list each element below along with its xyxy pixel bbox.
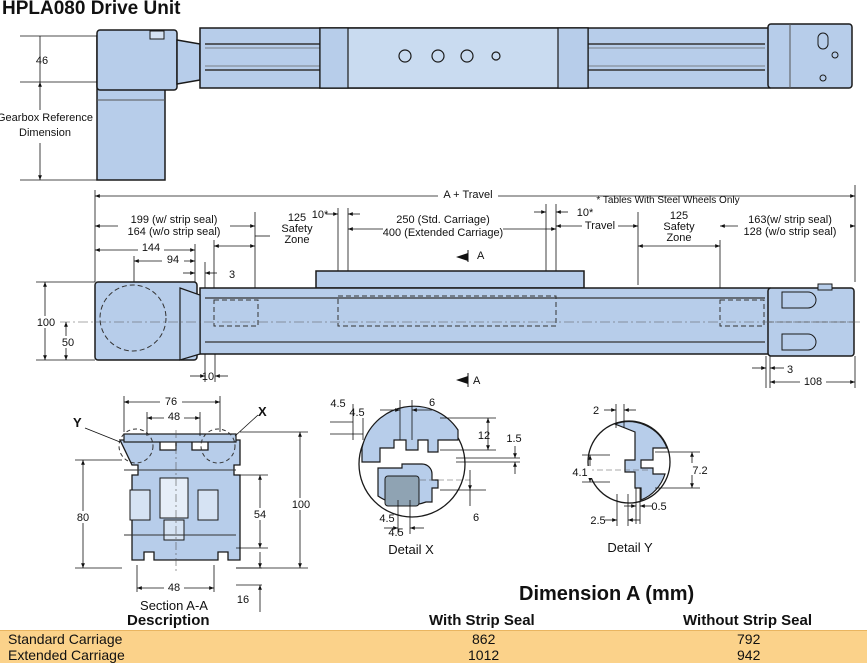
row-description: Standard Carriage — [8, 631, 123, 647]
strip-seal-right-1: 163(w/ strip seal) — [748, 214, 832, 226]
carriage-length-1: 250 (Std. Carriage) — [396, 214, 490, 226]
section-mark-top: A — [477, 250, 485, 262]
table-header: Description With Strip Seal Without Stri… — [0, 610, 867, 630]
row-without-seal: 792 — [737, 631, 761, 647]
rail-side — [199, 287, 771, 355]
row-with-seal: 1012 — [468, 647, 500, 663]
dim-80-label: 80 — [77, 512, 89, 524]
detail-y-dim-7-2: 7.2 — [692, 465, 707, 477]
detail-x-dim-6-bottom: 6 — [473, 512, 479, 524]
safety-zone-right-2: Safety — [663, 221, 695, 233]
detail-x: 4.5 4.5 6 12 1.5 4.5 4.5 6 Detail X — [330, 397, 522, 557]
detail-x-dim-12: 12 — [478, 430, 490, 442]
dim-94-label: 94 — [167, 254, 179, 266]
safety-zone-right-1: 125 — [670, 210, 688, 222]
detail-y-dim-2: 2 — [593, 405, 599, 417]
end-cap-top — [767, 23, 853, 89]
detail-x-dim-6-top: 6 — [429, 397, 435, 409]
strip-seal-left-1: 199 (w/ strip seal) — [131, 214, 218, 226]
travel-label: Travel — [585, 220, 615, 232]
detail-x-dim-4-5-d: 4.5 — [388, 527, 403, 539]
carriage-length-2: 400 (Extended Carriage) — [383, 227, 503, 239]
header-without-seal: Without Strip Seal — [683, 612, 813, 629]
row-description: Extended Carriage — [8, 647, 125, 663]
detail-y: 2 4.1 7.2 0.5 2.5 Detail Y — [570, 404, 712, 555]
steel-wheels-note: * Tables With Steel Wheels Only — [596, 195, 739, 206]
dimension-table: Description With Strip Seal Without Stri… — [0, 610, 867, 663]
carriage-side — [315, 270, 585, 289]
motor-flange — [96, 29, 178, 91]
page-title: HPLA080 Drive Unit — [2, 0, 181, 19]
dim-3-left-label: 3 — [229, 269, 235, 281]
dim-108-label: 108 — [804, 376, 822, 388]
dim-46-label: 46 — [36, 55, 48, 67]
label-y: Y — [73, 415, 82, 430]
dim-48-top-label: 48 — [168, 411, 180, 423]
detail-y-dim-0-5: 0.5 — [651, 501, 666, 513]
safety-zone-left-2: Safety — [281, 223, 313, 235]
dim-10-bottom-label: 10 — [202, 371, 214, 383]
section-a-a: Y X 76 48 80 54 100 — [72, 395, 314, 613]
table-row: Extended Carriage 1012 942 — [0, 647, 867, 663]
a-travel-label: A + Travel — [443, 189, 492, 201]
section-mark-bottom: A — [473, 375, 481, 387]
dim-10-star-right-label: 10* — [577, 207, 594, 219]
dim-16-label: 16 — [237, 594, 249, 606]
detail-x-dim-1-5: 1.5 — [506, 433, 521, 445]
gearbox-ref-label-2: Dimension — [19, 127, 71, 139]
dim-144-label: 144 — [142, 242, 160, 254]
detail-x-dim-4-5-a: 4.5 — [330, 398, 345, 410]
label-x: X — [258, 404, 267, 419]
top-view: 46 Gearbox Reference Dimension — [0, 23, 853, 181]
header-with-seal: With Strip Seal — [429, 612, 535, 629]
table-row: Standard Carriage 862 792 — [0, 630, 867, 647]
dim-100-section-label: 100 — [292, 499, 310, 511]
detail-x-dim-4-5-c: 4.5 — [379, 513, 394, 525]
safety-zone-left-3: Zone — [284, 234, 309, 246]
side-view: A + Travel * Tables With Steel Wheels On… — [36, 185, 860, 388]
strip-seal-right-2: 128 (w/o strip seal) — [744, 226, 837, 238]
dim-3-right-label: 3 — [787, 364, 793, 376]
safety-zone-left-1: 125 — [288, 212, 306, 224]
dim-76-label: 76 — [165, 396, 177, 408]
strip-seal-left-2: 164 (w/o strip seal) — [128, 226, 221, 238]
dim-54-label: 54 — [254, 509, 266, 521]
dimension-table-title: Dimension A (mm) — [519, 583, 695, 605]
dim-10-star-left-label: 10* — [312, 209, 329, 221]
dim-50-label: 50 — [62, 337, 74, 349]
section-caption: Section A-A — [140, 598, 208, 613]
detail-x-caption: Detail X — [388, 542, 434, 557]
carriage-top — [319, 27, 589, 89]
detail-x-dim-4-5-b: 4.5 — [349, 407, 364, 419]
gearbox-ref-label-1: Gearbox Reference — [0, 112, 93, 124]
detail-y-dim-4-1: 4.1 — [572, 467, 587, 479]
row-with-seal: 862 — [472, 631, 496, 647]
detail-y-caption: Detail Y — [607, 540, 653, 555]
dim-100-side-label: 100 — [37, 317, 55, 329]
dim-48-bottom-label: 48 — [168, 582, 180, 594]
safety-zone-right-3: Zone — [666, 232, 691, 244]
header-description: Description — [127, 612, 210, 629]
row-without-seal: 942 — [737, 647, 761, 663]
detail-y-dim-2-5: 2.5 — [590, 515, 605, 527]
